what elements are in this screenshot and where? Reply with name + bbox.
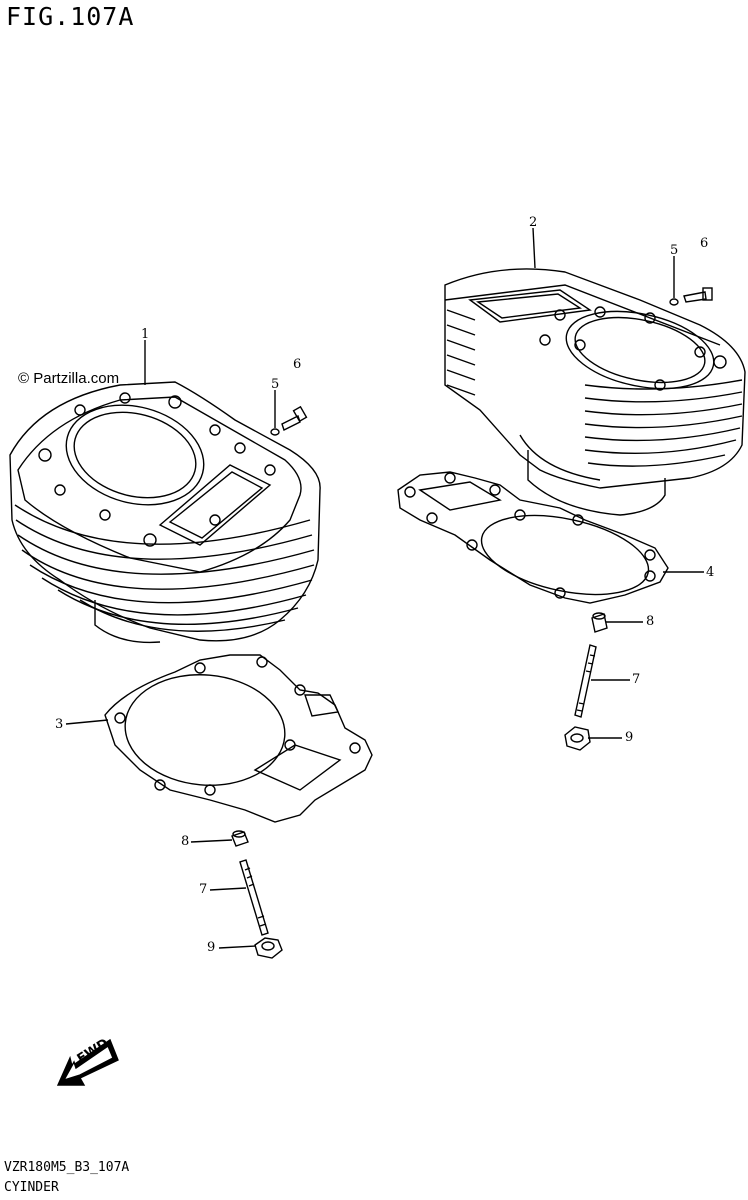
cylinder-gasket-part-4[interactable] bbox=[397, 471, 669, 608]
figure-title: FIG.107A bbox=[6, 2, 135, 31]
front-cylinder-part-1[interactable] bbox=[9, 381, 321, 644]
hardware-set-rear[interactable] bbox=[564, 612, 608, 751]
hardware-set-front[interactable] bbox=[231, 830, 283, 959]
callout-4: 4 bbox=[706, 565, 715, 580]
leader-lines bbox=[65, 227, 704, 949]
callout-3: 3 bbox=[55, 717, 64, 732]
rear-cylinder-part-2[interactable] bbox=[444, 268, 746, 516]
callout-1: 1 bbox=[141, 327, 150, 342]
footer-code: VZR180M5_B3_107A bbox=[4, 1160, 130, 1175]
callout-7-front: 7 bbox=[199, 882, 208, 897]
callout-8-front: 8 bbox=[181, 834, 190, 849]
callout-8-rear: 8 bbox=[646, 614, 655, 629]
callout-5-front: 5 bbox=[271, 377, 280, 392]
callout-5-rear: 5 bbox=[670, 243, 679, 258]
watermark-text: © Partzilla.com bbox=[18, 370, 120, 387]
callout-7-rear: 7 bbox=[632, 672, 641, 687]
callout-9-rear: 9 bbox=[625, 730, 634, 745]
callout-6-rear: 6 bbox=[700, 236, 709, 251]
fitting-bolt-rear[interactable] bbox=[669, 287, 713, 306]
callout-2: 2 bbox=[529, 215, 538, 230]
cylinder-gasket-part-3[interactable] bbox=[104, 654, 373, 823]
forward-arrow-icon bbox=[56, 1038, 119, 1086]
callout-6-front: 6 bbox=[293, 357, 302, 372]
footer-name: CYINDER bbox=[4, 1180, 59, 1195]
callout-9-front: 9 bbox=[207, 940, 216, 955]
fitting-bolt-front[interactable] bbox=[270, 405, 308, 436]
